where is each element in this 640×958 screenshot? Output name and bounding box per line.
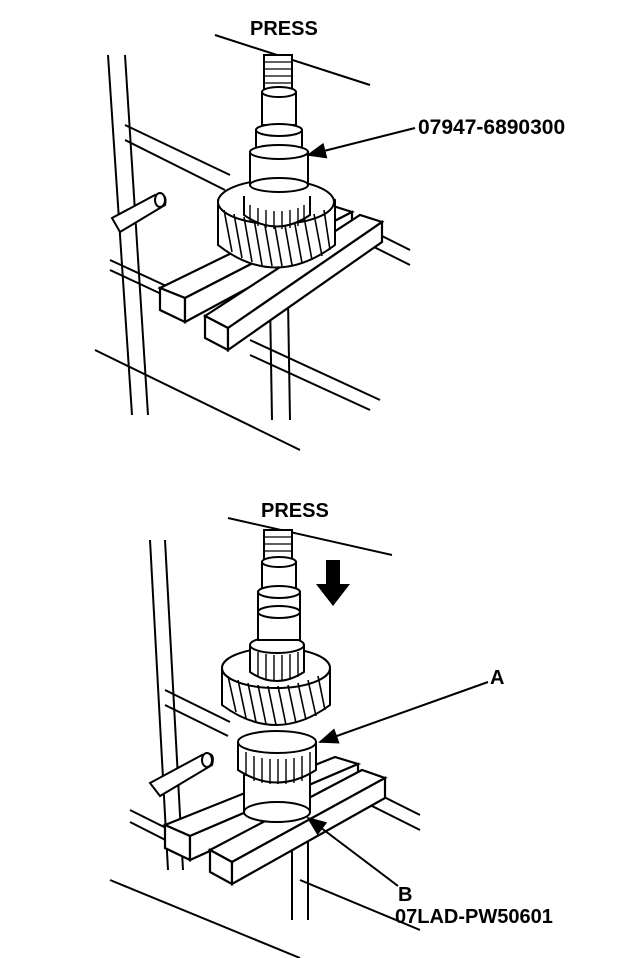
bottom-press-frame — [109, 517, 421, 958]
bottom-support-rod — [148, 752, 214, 798]
top-shaft — [249, 54, 309, 193]
bottom-press-label: PRESS — [261, 500, 329, 522]
callout-a-leader — [318, 681, 489, 744]
top-tool-number: 07947-6890300 — [418, 116, 566, 139]
bottom-collar-b — [243, 771, 311, 823]
bottom-bearing-a — [237, 730, 317, 784]
bottom-shaft — [257, 529, 301, 641]
top-support-rod — [110, 192, 167, 234]
top-gear — [217, 179, 336, 269]
bottom-gear — [221, 636, 331, 726]
top-press-label: PRESS — [250, 18, 318, 40]
top-tool-leader — [306, 127, 416, 159]
callout-a-label: A — [490, 667, 505, 689]
callout-b-leader — [306, 816, 399, 887]
press-direction-arrow-icon — [316, 560, 350, 606]
bottom-tool-number: 07LAD-PW50601 — [395, 906, 553, 928]
callout-b-label: B — [398, 884, 413, 906]
